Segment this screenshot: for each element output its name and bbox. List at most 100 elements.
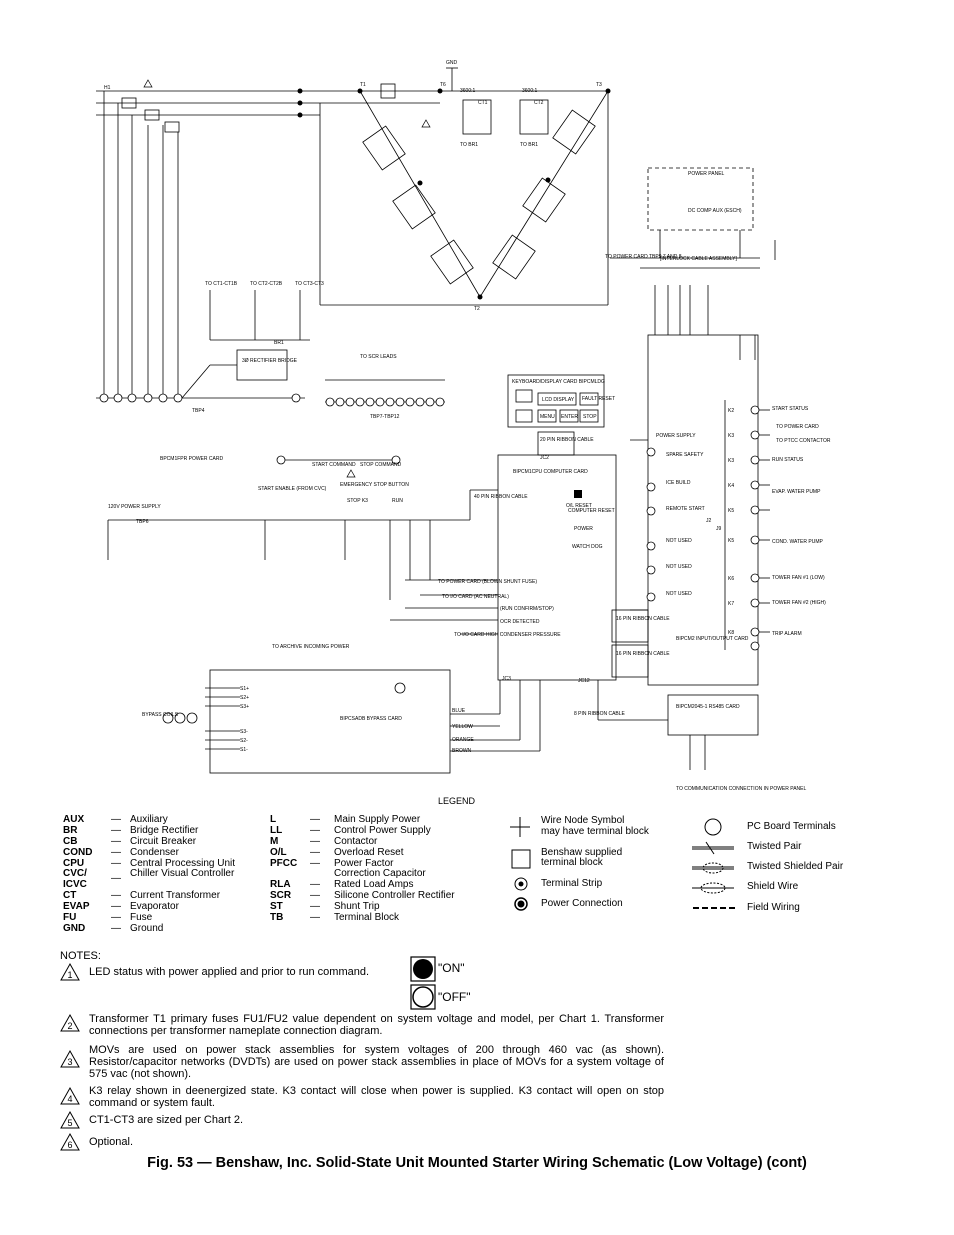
legend-abbr: AUX xyxy=(63,814,85,825)
label-t1: T1 xyxy=(360,82,366,88)
legend-abbr: FU xyxy=(63,912,77,924)
label-k-1: K2 xyxy=(728,408,734,414)
label-io-out-9: TRIP ALARM xyxy=(772,631,802,637)
label-bridge: 3Ø RECTIFIER BRIDGE xyxy=(242,358,298,364)
label-io-card: BIPCM2 INPUT/OUTPUT CARD xyxy=(676,636,749,642)
label-t2: T2 xyxy=(474,306,480,312)
legend-desc: Current Transformer xyxy=(130,890,221,902)
label-ribbon16-b: 16 PIN RIBBON CABLE xyxy=(616,651,670,657)
legend-abbr: L xyxy=(270,814,277,825)
label-k-3: K3 xyxy=(728,458,734,464)
legend-desc: Auxiliary xyxy=(130,814,168,825)
label-s-2: S2+ xyxy=(240,695,249,701)
label-tbp4: TBP4 xyxy=(192,408,205,414)
label-power-led: POWER xyxy=(574,526,593,532)
legend-shield: Shield Wire xyxy=(747,881,799,892)
label-k-8: K7 xyxy=(728,601,734,607)
label-estop: EMERGENCY STOP BUTTON xyxy=(340,482,409,488)
legend-desc: Central Processing Unit xyxy=(130,857,236,869)
label-wire-yellow: YELLOW xyxy=(452,724,473,730)
legend-desc: Overload Reset xyxy=(334,846,404,858)
label-k-6: K5 xyxy=(728,538,734,544)
label-ribbon16-a: 16 PIN RIBBON CABLE xyxy=(616,616,670,622)
legend-abbr: O/L xyxy=(270,846,287,858)
label-stop-cmd: STOP COMMAND xyxy=(360,462,402,468)
led-status-icons xyxy=(410,956,436,1010)
label-tdr-2: 3600:1 xyxy=(522,88,538,94)
label-s-3: S3+ xyxy=(240,704,249,710)
legend-desc: Condenser xyxy=(130,846,179,858)
legend-desc: Fuse xyxy=(130,912,153,924)
note-2: Transformer T1 primary fuses FU1/FU2 val… xyxy=(89,1013,664,1038)
legend-desc: Evaporator xyxy=(130,901,179,913)
label-s-4: S3- xyxy=(240,729,248,735)
label-ribbon40: 40 PIN RIBBON CABLE xyxy=(474,494,528,500)
label-to-br1-b: TO BR1 xyxy=(520,142,538,148)
led-on-label: "ON" xyxy=(438,961,465,975)
label-s-6: S1- xyxy=(240,747,248,753)
label-to-ct-2: TO CT2-CT2B xyxy=(250,281,283,287)
led-off-label: "OFF" xyxy=(438,990,471,1004)
legend-abbr: PFCC xyxy=(270,857,298,869)
label-ct1: CT1 xyxy=(478,100,488,106)
legend-wire-node-2: may have terminal block xyxy=(541,826,649,837)
label-k-7: K6 xyxy=(728,576,734,582)
legend-twisted: Twisted Pair xyxy=(747,841,802,852)
label-jc3: JC3 xyxy=(502,676,511,682)
label-interlock: [INTERLOCK CABLE ASSEMBLY] xyxy=(660,256,737,262)
label-bypass-card: BIPCSADB BYPASS CARD xyxy=(340,716,402,722)
label-io-in-5: NOT USED xyxy=(666,564,692,570)
note-num-2: 2 xyxy=(67,1021,72,1031)
label-io-in-2: ICE BUILD xyxy=(666,480,691,486)
legend-symbols-left xyxy=(510,817,531,911)
legend-desc: Ground xyxy=(130,922,164,934)
label-k-9: K8 xyxy=(728,630,734,636)
label-s-5: S2- xyxy=(240,738,248,744)
legend-desc: Contactor xyxy=(334,835,378,847)
label-enter: ENTER xyxy=(561,414,578,420)
legend-col1: AUX—Auxiliary BR—Bridge Rectifier CB—Cir… xyxy=(63,814,236,934)
label-to-power-card: TO POWER CARD TBP9 7 AND 8 xyxy=(605,254,682,260)
label-to-ct-3: TO CT3-CT3 xyxy=(295,281,324,287)
label-j9: J9 xyxy=(716,526,722,532)
legend-abbr: ICVC xyxy=(63,879,87,891)
label-to-br1-a: TO BR1 xyxy=(460,142,478,148)
led-off-icon xyxy=(412,986,434,1008)
legend-desc: Power Factor xyxy=(334,857,394,869)
label-io-out-3: TO PTCC CONTACTOR xyxy=(776,438,831,444)
legend-desc: Circuit Breaker xyxy=(130,835,197,847)
note-num-4: 4 xyxy=(67,1094,72,1104)
label-arch: TO ARCHIVE INCOMING POWER xyxy=(272,644,350,650)
legend-abbr: CVC/ xyxy=(63,868,87,880)
note-5: CT1-CT3 are sized per Chart 2. xyxy=(89,1114,244,1126)
label-io-out-7: TOWER FAN #1 (LOW) xyxy=(772,575,825,581)
label-ribbon8: 8 PIN RIBBON CABLE xyxy=(574,711,626,717)
legend-desc: Rated Load Amps xyxy=(334,879,414,891)
legend-power-conn: Power Connection xyxy=(541,898,623,909)
label-t6: T6 xyxy=(440,82,446,88)
label-rs485: BIPCM2045-1 RS485 CARD xyxy=(676,704,740,710)
label-h1: H1 xyxy=(104,85,111,91)
label-io-out-4: RUN STATUS xyxy=(772,457,804,463)
label-io-in-4: NOT USED xyxy=(666,538,692,544)
label-io-out-8: TOWER FAN #2 (HIGH) xyxy=(772,600,826,606)
legend-wire-node: Wire Node Symbol xyxy=(541,815,625,826)
label-tbp6: TBP6 xyxy=(136,519,149,525)
label-to-scr: TO SCR LEADS xyxy=(360,354,397,360)
legend-abbr: CT xyxy=(63,890,77,902)
label-io-out-1: START STATUS xyxy=(772,406,809,412)
legend-pc-board: PC Board Terminals xyxy=(747,821,836,832)
notes-title: NOTES: xyxy=(60,950,101,962)
legend-desc: Control Power Supply xyxy=(334,824,431,836)
note-num-6: 6 xyxy=(67,1140,72,1150)
legend-desc: Terminal Block xyxy=(334,912,400,924)
label-io-in-1: SPARE SAFETY xyxy=(666,452,704,458)
note-4: K3 relay shown in deenergized state. K3 … xyxy=(89,1085,664,1110)
label-k-4: K4 xyxy=(728,483,734,489)
label-br1: BR1 xyxy=(274,340,284,346)
legend-benshaw-2: terminal block xyxy=(541,857,603,868)
label-io-in-6: NOT USED xyxy=(666,591,692,597)
label-computer-reset: COMPUTER RESET xyxy=(568,508,615,514)
legend-desc: Bridge Rectifier xyxy=(130,824,199,836)
legend-desc: Correction Capacitor xyxy=(334,868,426,880)
